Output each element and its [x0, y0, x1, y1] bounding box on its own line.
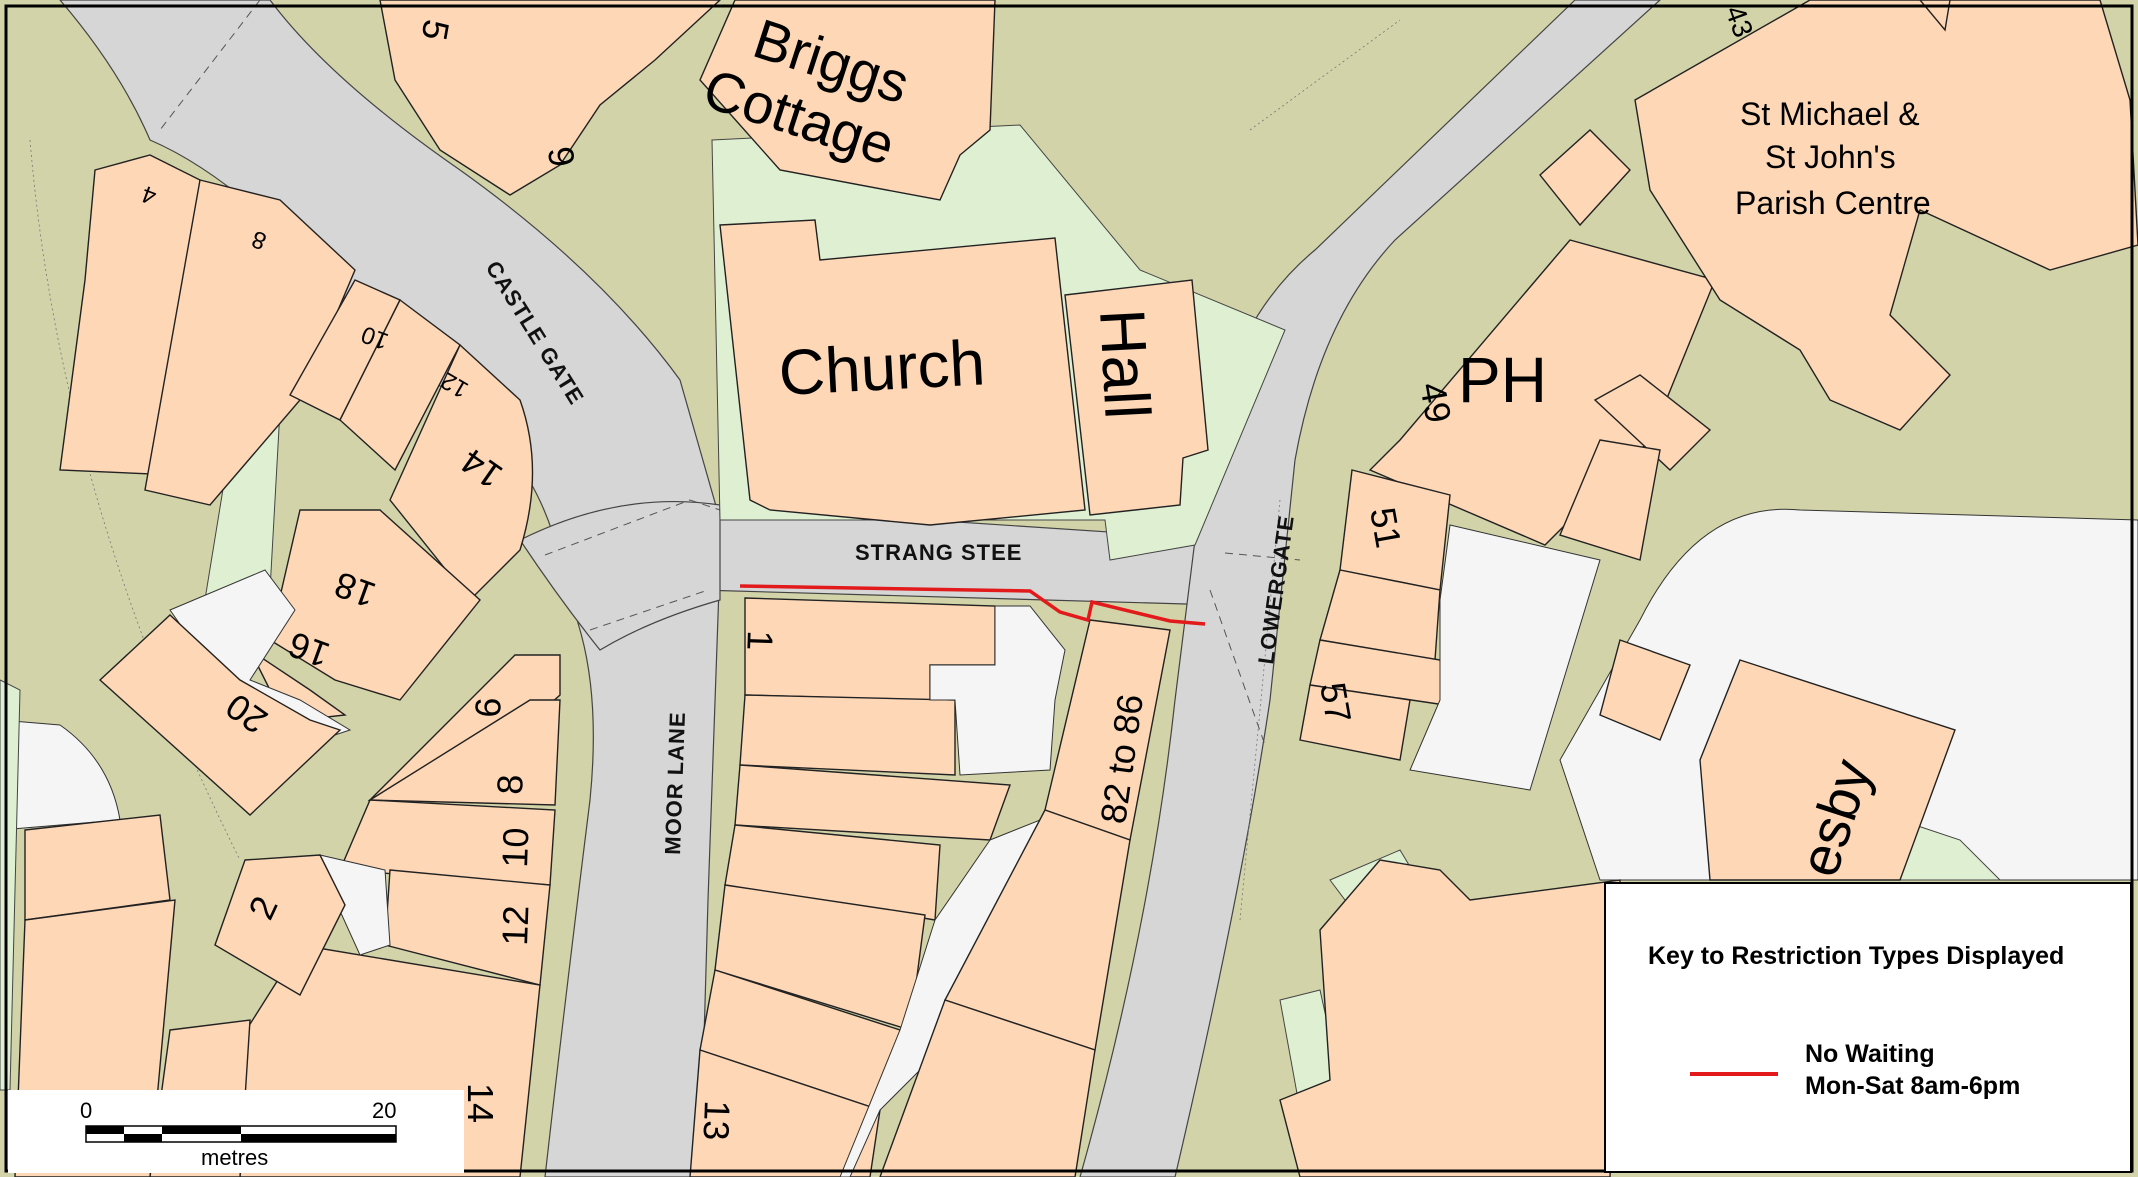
- legend-panel: Key to Restriction Types Displayed No Wa…: [1604, 882, 2132, 1173]
- scale-bar: 0 20 metres: [8, 1090, 464, 1173]
- scale-unit-label: metres: [201, 1145, 268, 1170]
- building-top-row: [379, 0, 722, 196]
- scale-start-label: 0: [80, 1098, 92, 1123]
- building-east-small: [1599, 639, 1691, 741]
- building-lowergate-west-c: [879, 999, 1096, 1177]
- label-moor-lane: MOOR LANE: [660, 711, 690, 855]
- label-strang-stee: STRANG STEE: [855, 540, 1022, 565]
- label-number: 57: [1312, 679, 1359, 726]
- legend-item-line2: Mon-Sat 8am-6pm: [1805, 1072, 2020, 1100]
- building-labels: Briggs Cottage Church Hall PH St Michael…: [696, 6, 1930, 883]
- legend-svg: Key to Restriction Types Displayed No Wa…: [1648, 942, 2064, 1100]
- map-frame: [4, 4, 2134, 1173]
- label-number: 49: [1412, 379, 1459, 426]
- label-number: 1: [739, 630, 781, 651]
- yard-strang-stee: [929, 605, 1066, 776]
- building-castle-gate-14: [389, 343, 534, 602]
- building-esby: [1699, 659, 1956, 881]
- scale-end-label: 20: [372, 1098, 396, 1123]
- yard-lowergate-east: [1409, 524, 1601, 791]
- building-moor-lane-2: [214, 854, 346, 996]
- label-parish-line3: Parish Centre: [1735, 185, 1931, 221]
- scale-svg: 0 20 metres: [80, 1098, 397, 1170]
- label-number: 10: [494, 827, 536, 868]
- label-number: 14: [460, 1083, 501, 1123]
- label-parish-line1: St Michael &: [1740, 96, 1920, 132]
- building-hall: [1064, 279, 1209, 516]
- road-moor-lane: [544, 559, 721, 1177]
- building-castle-gate-12: [339, 298, 461, 472]
- label-number: 51: [1362, 504, 1409, 551]
- building-parish-centre: [1634, 0, 2138, 431]
- building-no-13: [689, 1049, 881, 1177]
- label-number: 6: [467, 697, 509, 718]
- label-number: 13: [696, 1100, 738, 1141]
- label-ph: PH: [1458, 344, 1547, 416]
- building-moor-lane-8: [367, 699, 561, 806]
- building-no-57b: [1299, 684, 1411, 761]
- legend-title: Key to Restriction Types Displayed: [1648, 942, 2064, 970]
- label-church: Church: [777, 326, 987, 409]
- building-moor-east-b: [739, 694, 956, 776]
- building-castle-gate-20: [98, 614, 342, 816]
- junction-castle-moor: [519, 501, 721, 651]
- building-ph-annex-a: [1539, 129, 1631, 227]
- building-briggs-cottage: [699, 0, 996, 201]
- building-ph-annex-c: [1559, 439, 1661, 561]
- label-number: 8: [489, 774, 531, 795]
- label-number: 12: [494, 905, 536, 946]
- legend-item-line1: No Waiting: [1805, 1040, 1935, 1068]
- label-parish-line2: St John's: [1765, 139, 1896, 175]
- building-ph-annex-b: [1593, 374, 1712, 471]
- label-hall: Hall: [1086, 307, 1164, 421]
- no-waiting-restriction-line[interactable]: [739, 584, 1206, 626]
- building-church: [719, 219, 1086, 526]
